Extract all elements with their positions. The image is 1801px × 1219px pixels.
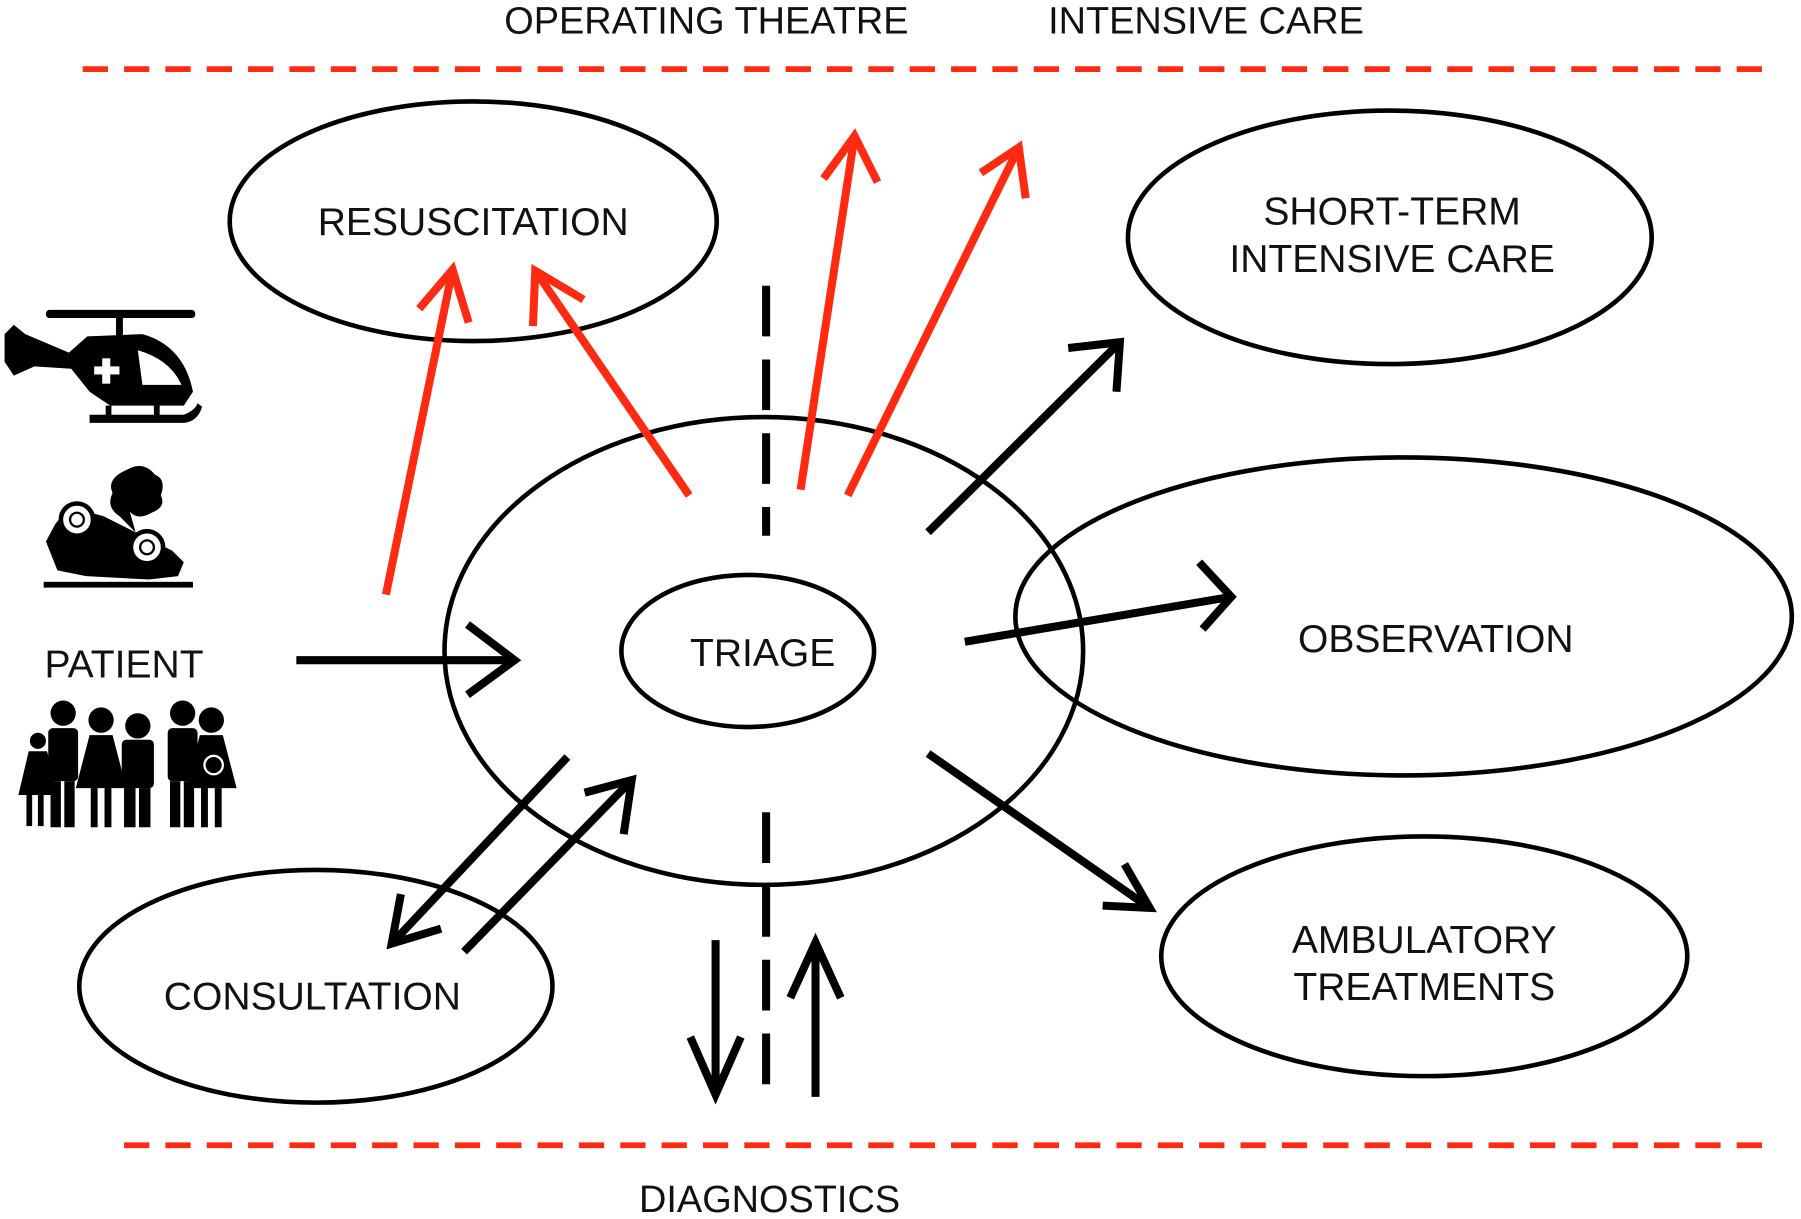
arrow-patient-to-resuscitation <box>381 261 473 596</box>
short-term-label-line2: INTENSIVE CARE <box>1229 238 1554 281</box>
arrow-triage-to-resuscitation <box>528 263 693 498</box>
arrow-patient-to-triage <box>296 621 522 699</box>
ambulatory-label-line2: TREATMENTS <box>1293 966 1555 1009</box>
resuscitation-label: RESUSCITATION <box>318 201 629 244</box>
ambulatory-label-line1: AMBULATORY <box>1292 919 1557 962</box>
diagnostics-label: DIAGNOSTICS <box>639 1179 900 1219</box>
observation-label: OBSERVATION <box>1298 618 1574 661</box>
triage-node[interactable] <box>619 572 877 730</box>
arrow-triage-to-ambulatory-treatments <box>925 750 1157 913</box>
arrow-consultation-to-triage <box>461 774 637 955</box>
arrow-triage-to-consultation <box>386 754 571 950</box>
resuscitation-node[interactable] <box>227 99 720 344</box>
short-term-intensive-care-node[interactable] <box>1125 108 1654 367</box>
family-group-icon <box>18 700 237 828</box>
arrow-triage-to-intensive-care <box>844 140 1030 498</box>
helicopter-ambulance-icon <box>4 309 203 423</box>
emergency-department-ellipse <box>442 414 1086 888</box>
short-term-label-line1: SHORT-TERM <box>1263 191 1520 234</box>
consultation-label: CONSULTATION <box>164 975 461 1018</box>
ambulatory-treatments-node[interactable] <box>1158 834 1690 1079</box>
arrow-diagnostics-to-triage <box>786 932 845 1097</box>
triage-label: TRIAGE <box>690 632 835 675</box>
operating-theatre-label: OPERATING THEATRE <box>504 0 908 42</box>
arrow-triage-to-diagnostics <box>686 940 745 1105</box>
car-crash-icon <box>43 465 193 588</box>
arrow-triage-to-short-term-intensive-care <box>925 337 1125 536</box>
arrow-triage-to-observation <box>964 559 1237 646</box>
consultation-node[interactable] <box>76 867 555 1105</box>
intensive-care-label: INTENSIVE CARE <box>1048 0 1364 42</box>
observation-node[interactable] <box>1013 455 1795 778</box>
patient-label: PATIENT <box>45 643 204 686</box>
arrow-triage-to-operating-theatre <box>796 128 882 491</box>
